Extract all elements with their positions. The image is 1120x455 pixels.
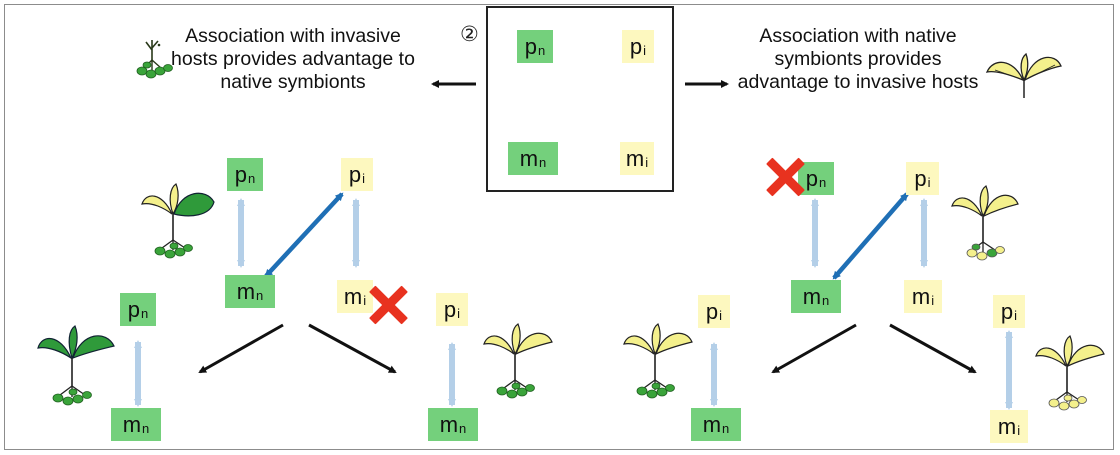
invasive-plant-icon (1035, 335, 1105, 411)
step-number: ② (460, 23, 479, 46)
native-plant-icon (141, 183, 215, 259)
invasive-plant-icon (985, 52, 1062, 98)
exclusion-x-icon (368, 285, 408, 325)
link-pi-mn-left (264, 192, 344, 278)
native-plant-icon (136, 40, 173, 79)
caption-right: Association with native symbionts provid… (737, 25, 979, 93)
link-pi-mn-right (832, 192, 909, 280)
figure-frame (4, 4, 1114, 450)
invasive-plant-icon (623, 323, 693, 399)
invasive-plant-icon (483, 323, 553, 399)
native-plant-icon (37, 325, 115, 406)
exclusion-x-icon (765, 157, 805, 197)
caption-left: Association with invasive hosts provides… (171, 25, 415, 93)
outcome-arrow-left-b (308, 323, 397, 374)
outcome-arrow-right-b (889, 323, 977, 374)
outcome-arrow-right-a (771, 323, 857, 374)
outcome-arrow-left-a (198, 323, 284, 374)
invasive-plant-icon (951, 185, 1019, 261)
